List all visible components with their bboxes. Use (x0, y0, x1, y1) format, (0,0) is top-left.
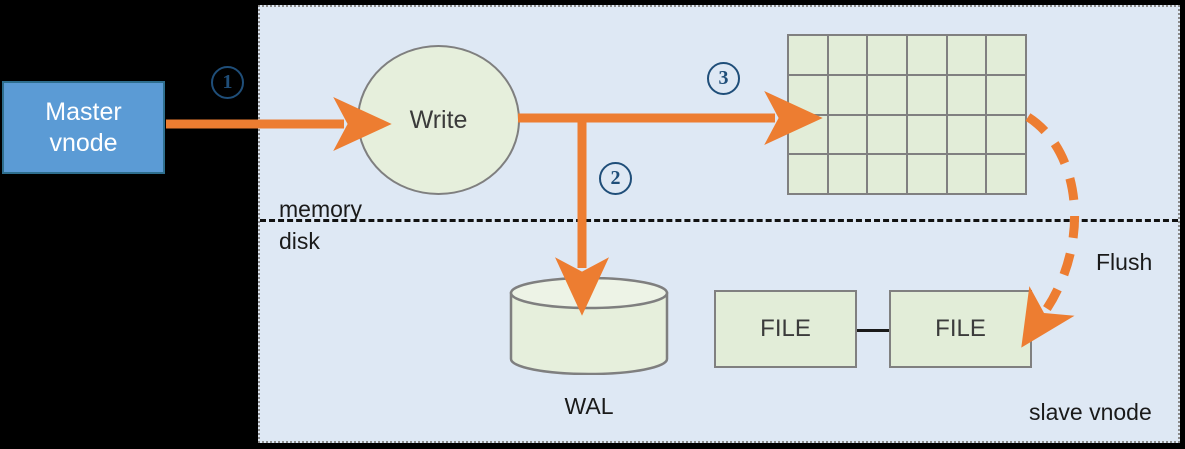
memory-table-cell (828, 115, 867, 154)
memory-table-cell (908, 115, 946, 154)
memory-table-cell (789, 155, 827, 193)
memory-table-cell (789, 115, 827, 154)
memory-table-cell (947, 115, 986, 154)
memory-table-cell (987, 36, 1025, 74)
memory-table-cell (987, 155, 1025, 193)
wal-label: WAL (564, 393, 614, 419)
step-1-number: 1 (222, 71, 233, 93)
memory-table-cell (908, 36, 946, 74)
file-connector-line (857, 329, 889, 332)
memory-table-cell (987, 115, 1025, 154)
memory-table-cell (828, 75, 867, 114)
memory-table-cell (947, 36, 986, 74)
slave-vnode-caption: slave vnode (1029, 399, 1152, 425)
memory-table-grid (787, 34, 1027, 195)
memory-table-cell (828, 155, 867, 193)
step-circle-3: 3 (707, 62, 740, 95)
master-vnode-box[interactable]: Master vnode (2, 81, 165, 174)
step-2-number: 2 (610, 167, 621, 189)
memory-table-cell (947, 155, 986, 193)
master-vnode-label-line2: vnode (49, 128, 118, 157)
write-node-label: Write (409, 105, 468, 134)
memory-table-cell (789, 75, 827, 114)
step-circle-1: 1 (211, 66, 244, 99)
file-box-1[interactable]: FILE (714, 290, 857, 368)
memory-table-cell (947, 75, 986, 114)
memory-table-cell (789, 36, 827, 74)
file-box-2[interactable]: FILE (889, 290, 1032, 368)
file-box-1-label: FILE (760, 315, 811, 342)
file-box-2-label: FILE (935, 315, 986, 342)
memory-table-cell (908, 75, 946, 114)
step-circle-2: 2 (599, 162, 632, 195)
memory-table-cell (828, 36, 867, 74)
wal-cylinder (509, 277, 669, 375)
memory-table-cell (987, 75, 1025, 114)
memory-table-cell (868, 155, 906, 193)
memory-table-cell (868, 36, 906, 74)
memory-table-cell (868, 115, 906, 154)
step-3-number: 3 (718, 67, 729, 89)
disk-tier-label: disk (279, 228, 320, 254)
memory-disk-divider (260, 219, 1178, 222)
memory-table-cell (868, 75, 906, 114)
flush-label: Flush (1096, 249, 1153, 275)
write-node[interactable]: Write (357, 45, 520, 195)
master-vnode-label-line1: Master (45, 98, 122, 126)
memory-table-cell (908, 155, 946, 193)
memory-tier-label: memory (279, 196, 363, 222)
